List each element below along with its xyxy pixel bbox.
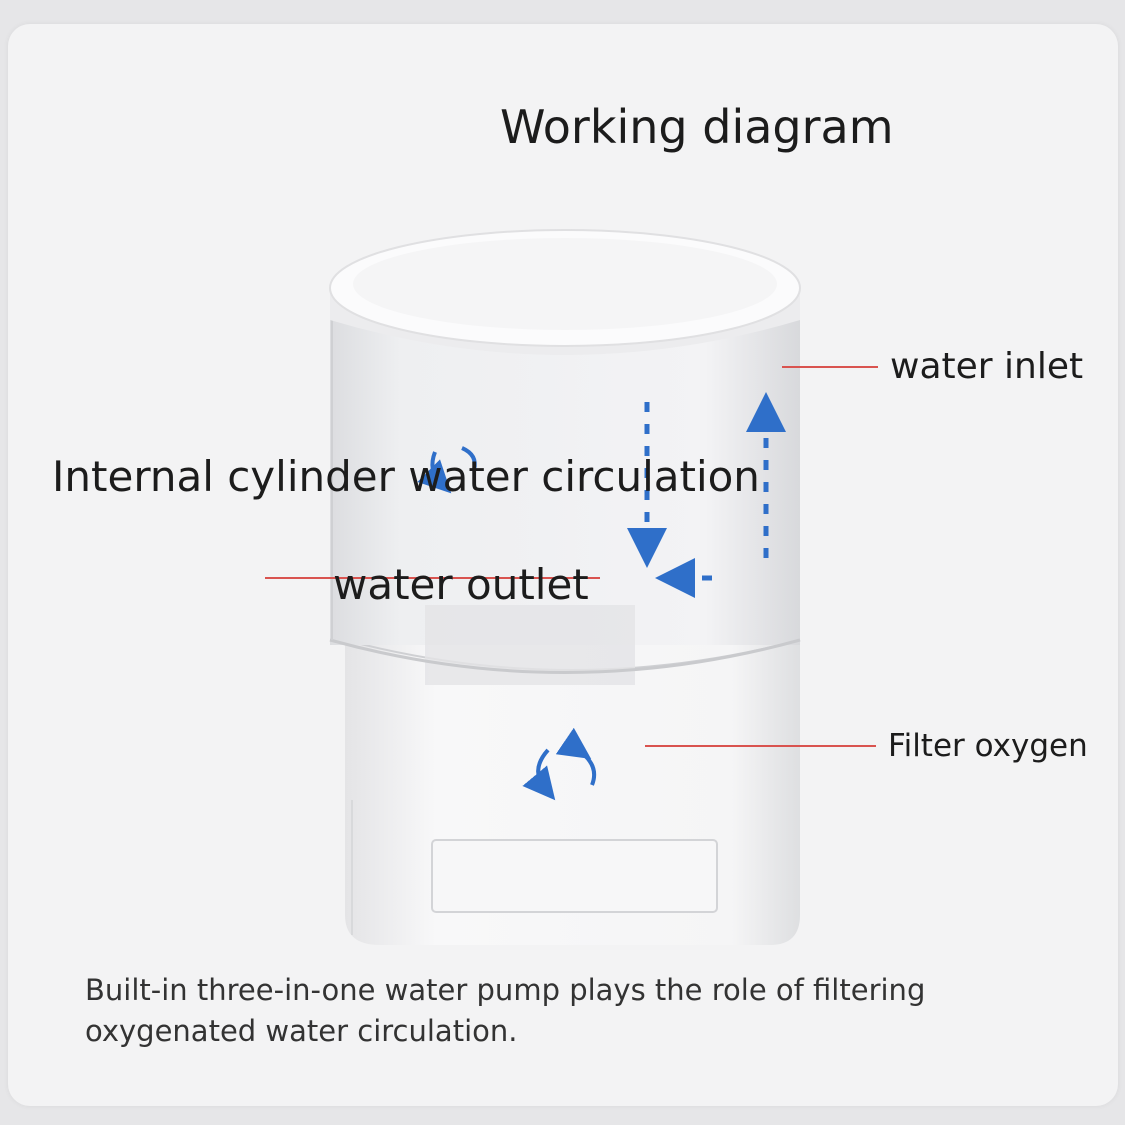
label-water-outlet: water outlet [333,560,589,609]
label-internal-circulation: Internal cylinder water circulation [52,452,760,501]
page-title: Working diagram [500,100,894,154]
label-filter-oxygen: Filter oxygen [888,728,1088,764]
lid [329,229,801,355]
label-water-inlet: water inlet [890,346,1084,387]
transparent-cylinder [329,285,801,685]
leader-lines [265,366,878,747]
caption-line-1: Built-in three-in-one water pump plays t… [85,973,926,1007]
flow-arrow-icon [627,392,786,598]
caption-line-2: oxygenated water circulation. [85,1014,518,1048]
base-unit [344,639,801,945]
circular-flow-icon [417,446,597,801]
caption: Built-in three-in-one water pump plays t… [85,970,985,1052]
